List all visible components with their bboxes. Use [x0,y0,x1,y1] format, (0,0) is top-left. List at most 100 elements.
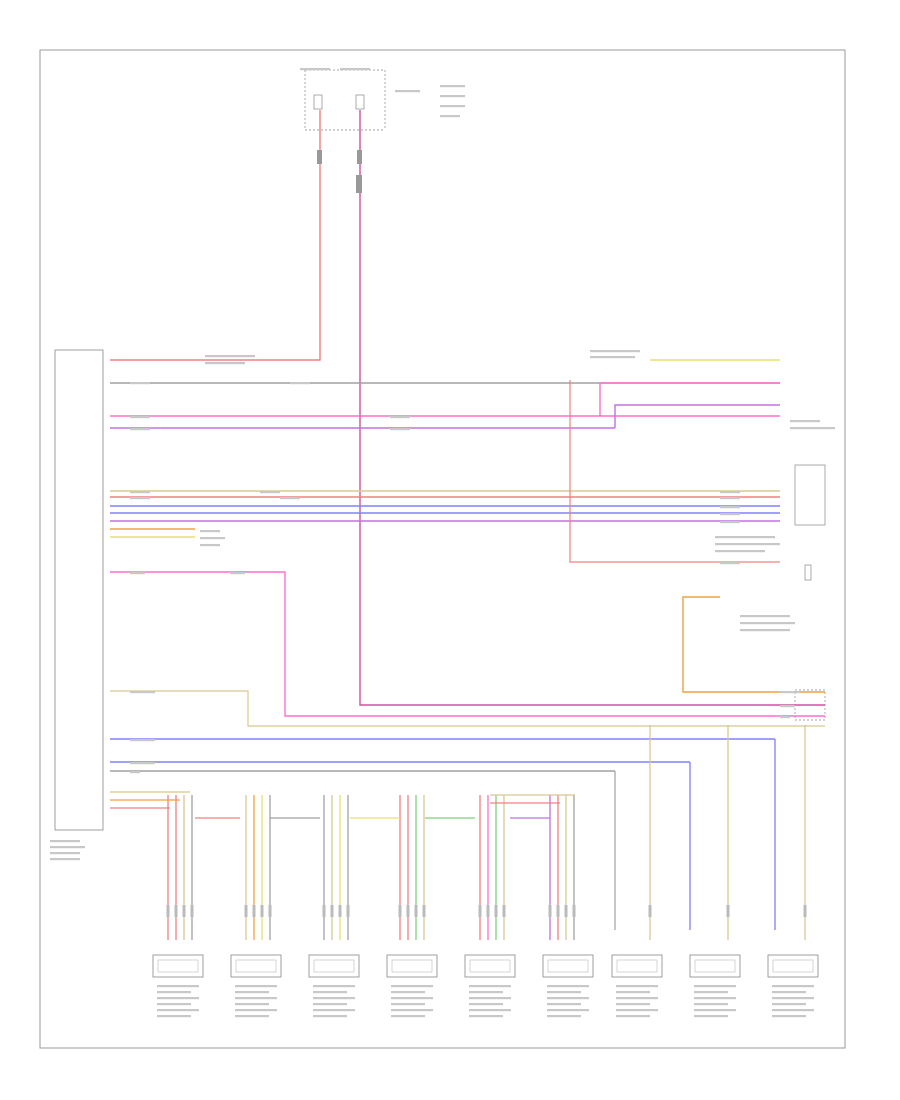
sensor-label-5-2 [547,997,589,1000]
sensor-label-0-2 [157,997,199,1000]
sensor-label-1-5 [235,1015,269,1018]
pin-5-2 [564,905,568,917]
label-block-43 [230,572,245,575]
sensor-box-2 [308,954,360,978]
sensor-box-6 [611,954,663,978]
label-block-33 [260,491,280,494]
pin-0-2 [182,905,186,917]
label-block-38 [720,506,740,509]
sensor-inner-4 [469,959,511,973]
sensor-inner-8 [772,959,814,973]
sensor-label-3-5 [391,1015,425,1018]
label-block-28 [130,416,150,419]
violet-route [614,404,780,428]
pin-2-1 [330,905,334,917]
sensor-label-3-4 [391,1009,433,1012]
label-block-16 [740,615,790,618]
pin-0-1 [174,905,178,917]
sensor-box-3 [386,954,438,978]
label-block-5 [440,105,465,108]
sensor-label-8-4 [772,1009,814,1012]
label-block-21 [200,544,220,547]
pin-2-0 [322,905,326,917]
label-block-14 [715,543,780,546]
label-block-47 [130,771,140,774]
label-blocks [50,68,835,1018]
sensor-label-5-5 [547,1015,581,1018]
pin-3-3 [422,905,426,917]
label-block-19 [200,530,220,533]
pin-3-2 [414,905,418,917]
orange-wire [682,596,825,693]
label-block-44 [130,691,155,694]
sensor-label-1-3 [235,1003,269,1006]
module-signal-wires [110,359,780,930]
label-block-34 [130,497,150,500]
sensor-label-4-3 [469,1003,503,1006]
label-block-48 [780,691,800,694]
pin-8-0 [803,905,807,917]
sensor-box-4 [464,954,516,978]
fuse-feed-wires [110,110,825,706]
label-block-36 [720,491,740,494]
sensor-box-5 [542,954,594,978]
label-block-18 [740,629,790,632]
sensor-label-7-0 [694,985,736,988]
pin-1-1 [252,905,256,917]
label-block-15 [715,550,765,553]
label-block-22 [50,840,80,843]
label-block-2 [395,90,420,93]
label-block-0 [300,68,330,71]
sensor-label-2-2 [313,997,355,1000]
sensor-label-6-3 [616,1003,650,1006]
label-block-31 [390,428,410,431]
sensor-label-1-1 [235,991,269,994]
sensor-inner-0 [157,959,199,973]
sensor-label-4-4 [469,1009,511,1012]
sensor-box-8 [767,954,819,978]
pin-5-3 [572,905,576,917]
sensor-inner-7 [694,959,736,973]
label-block-17 [740,622,795,625]
label-block-13 [715,536,775,539]
sensor-label-8-0 [772,985,814,988]
sensor-label-7-3 [694,1003,728,1006]
label-block-35 [280,497,300,500]
sensor-inner-5 [547,959,589,973]
label-block-23 [50,846,85,849]
pin-3-1 [406,905,410,917]
sensor-label-7-5 [694,1015,728,1018]
sensor-label-2-4 [313,1009,355,1012]
label-block-6 [440,115,460,118]
label-block-25 [50,858,80,861]
label-block-39 [720,513,740,516]
sensor-box-7 [689,954,741,978]
pin-6-0 [648,905,652,917]
pin-0-3 [190,905,194,917]
sensor-label-0-4 [157,1009,199,1012]
label-block-27 [290,382,310,385]
brown-wire [110,690,825,727]
fuse-block [304,69,386,131]
pink-route [599,382,780,416]
pin-4-1 [486,905,490,917]
label-block-1 [340,68,370,71]
sensor-label-7-2 [694,997,736,1000]
fuse-markings [317,150,362,193]
pin-0-0 [166,905,170,917]
sensor-label-1-4 [235,1009,277,1012]
label-block-10 [590,356,635,359]
sensor-label-1-0 [235,985,277,988]
bottom-sensors [152,954,819,978]
label-block-29 [390,416,410,419]
pink-loop-wire [110,571,825,717]
sensor-label-5-3 [547,1003,581,1006]
sensor-label-6-1 [616,991,650,994]
label-block-20 [200,537,225,540]
sensor-label-3-1 [391,991,425,994]
sensor-label-8-3 [772,1003,806,1006]
sensor-label-6-5 [616,1015,650,1018]
label-block-41 [720,562,740,565]
